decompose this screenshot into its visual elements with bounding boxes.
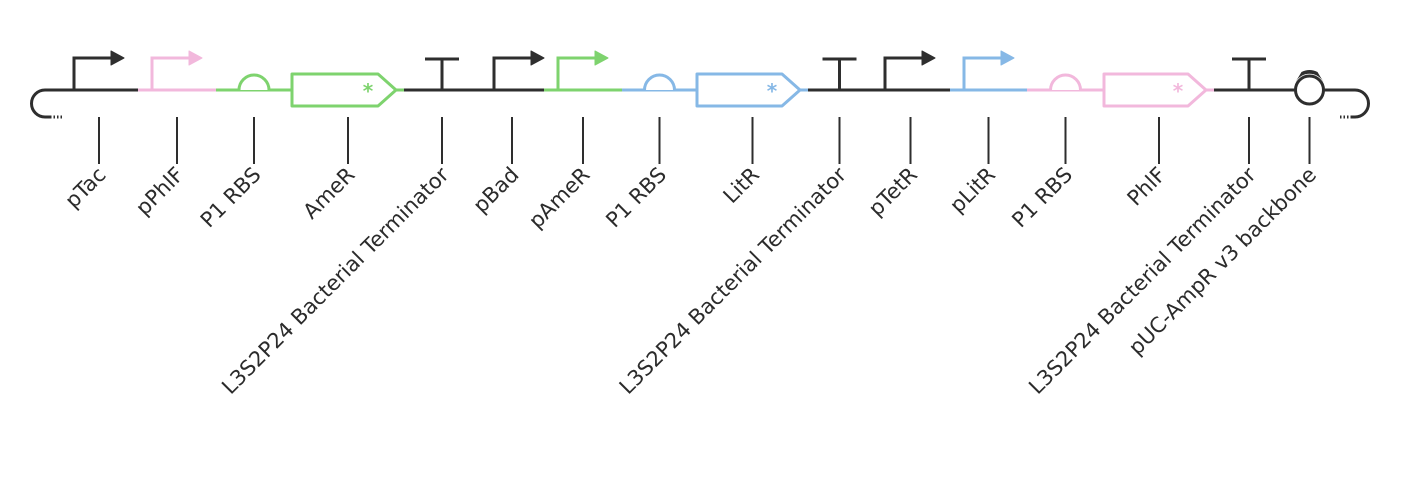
part-label: P1 RBS	[196, 163, 266, 233]
cds-part-9: * LitR	[695, 72, 808, 209]
promoter-part-1: pTac	[60, 50, 138, 213]
promoter-arrow	[150, 56, 190, 90]
part-label: pLitR	[945, 163, 1000, 218]
part-label: P1 RBS	[601, 163, 671, 233]
rbs-part-8: P1 RBS	[601, 73, 697, 233]
promoter-part-7: pAmeR	[524, 50, 622, 233]
part-label: pPhlF	[131, 163, 188, 220]
part-label: pAmeR	[524, 163, 594, 233]
promoter-arrowhead	[594, 50, 609, 66]
promoter-arrowhead	[1000, 50, 1015, 66]
origin-arc	[1295, 70, 1324, 82]
origin-circle	[1294, 74, 1325, 106]
promoter-part-12: pLitR	[945, 50, 1027, 218]
cds-part-14: * PhlF	[1102, 72, 1214, 211]
promoter-arrowhead	[921, 50, 936, 66]
cds-marker: *	[363, 79, 374, 103]
part-label: pBad	[468, 163, 523, 218]
cds-part-4: * AmeR	[290, 72, 404, 224]
cds-marker: *	[767, 79, 778, 103]
rbs-part-3: P1 RBS	[196, 73, 292, 233]
origin-part-16: pUC-AmpR v3 backbone	[1124, 70, 1335, 360]
promoter-arrow	[492, 56, 532, 90]
promoter-arrowhead	[188, 50, 203, 66]
cds-arrow-box	[1102, 72, 1208, 108]
terminator-part-5: L3S2P24 Bacterial Terminator	[217, 57, 480, 399]
backbone-right-end	[1333, 88, 1370, 119]
promoter-arrowhead	[530, 50, 545, 66]
cds-arrow-box	[290, 72, 398, 108]
promoter-part-2: pPhlF	[131, 50, 216, 220]
part-label: pTetR	[864, 163, 922, 221]
part-label: AmeR	[298, 163, 359, 224]
part-label: PhlF	[1123, 163, 1171, 211]
promoter-part-11: pTetR	[864, 50, 950, 221]
promoter-arrow	[883, 56, 923, 90]
rbs-part-13: P1 RBS	[1007, 73, 1104, 233]
promoter-part-6: pBad	[468, 50, 545, 218]
rbs-semicircle	[1049, 73, 1082, 91]
promoter-arrow	[72, 56, 112, 90]
rbs-semicircle	[237, 73, 271, 91]
promoter-arrow	[556, 56, 596, 90]
part-label: LitR	[719, 163, 765, 209]
cds-arrow-box	[695, 72, 802, 108]
terminator-part-10: L3S2P24 Bacterial Terminator	[615, 57, 871, 399]
backbone-left-end	[30, 88, 62, 119]
part-label: P1 RBS	[1007, 163, 1077, 233]
part-label: pTac	[60, 163, 110, 213]
rbs-semicircle	[643, 73, 676, 91]
promoter-arrowhead	[110, 50, 125, 66]
cds-marker: *	[1173, 79, 1184, 103]
promoter-arrow	[962, 56, 1002, 90]
